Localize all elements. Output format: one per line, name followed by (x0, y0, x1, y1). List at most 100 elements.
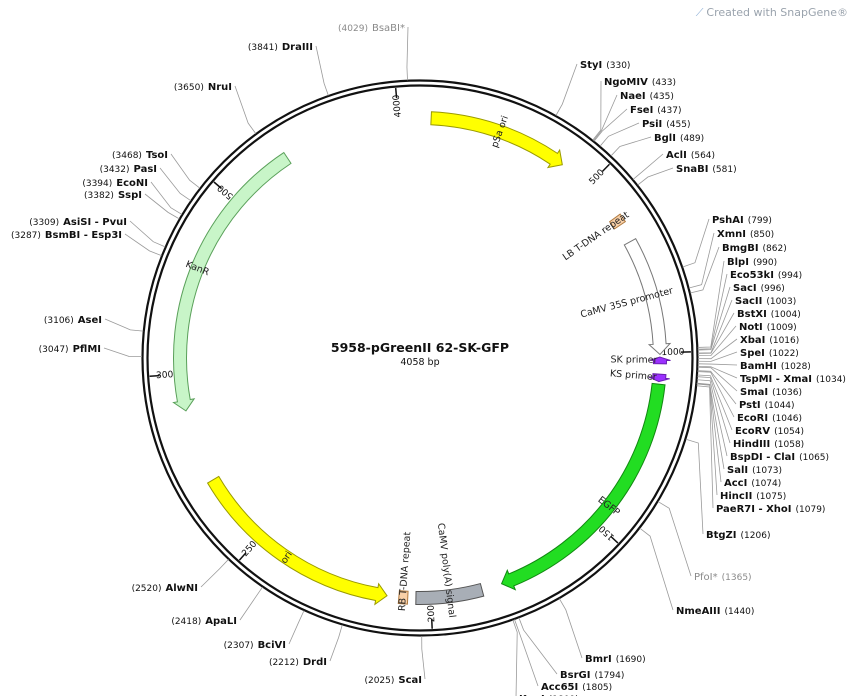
site-draiii: (3841)DraIII (248, 42, 329, 96)
site-name: TspMI - XmaI (740, 374, 812, 385)
site-asisi-pvui: (3309)AsiSI - PvuI (29, 217, 166, 248)
plasmid-length: 4058 bp (400, 357, 439, 368)
site-position: (1073) (752, 466, 782, 476)
site-position: (3309) (29, 218, 59, 228)
site-label: SacII(1003) (735, 296, 796, 307)
site-name: NruI (208, 82, 232, 93)
site-label: BstXI(1004) (737, 309, 801, 320)
feature-arrow (172, 151, 292, 412)
site-alwni: (2520)AlwNI (132, 559, 229, 594)
site-label: XbaI(1016) (740, 335, 799, 346)
site-position: (1074) (751, 479, 781, 489)
site-sali: SalI (1073) (696, 382, 782, 476)
site-label: AclI(564) (666, 150, 715, 161)
site-label: BspDI - ClaI(1065) (730, 452, 829, 463)
site-position: (1016) (769, 336, 799, 346)
site-leader-line (315, 45, 329, 96)
site-leader-line (150, 181, 183, 215)
feature-label: RB T-DNA repeat (397, 531, 414, 611)
site-label: Acc65I(1805) (541, 682, 612, 693)
site-psti: PstI (1044) (697, 370, 795, 411)
site-name: PasI (134, 164, 157, 175)
site-position: (3394) (82, 179, 112, 189)
site-position: (1022) (769, 349, 799, 359)
site-pfoi-: PfoI*(1365) (657, 501, 752, 583)
site-leader-line (697, 371, 735, 418)
site-name: BspDI - ClaI (730, 452, 795, 463)
site-leader-line (657, 501, 692, 577)
site-name: FseI (630, 105, 653, 116)
site-position: (1805) (582, 683, 612, 693)
tick-label: 1000 (661, 348, 684, 359)
site-leader-line (685, 438, 704, 535)
site-label: (3382)SspI (84, 190, 142, 201)
site-label: XmnI(850) (717, 229, 774, 240)
site-leader-line (104, 318, 144, 332)
tick-mark (149, 374, 160, 377)
snapgene-logo-icon: ⟋ (695, 6, 704, 19)
site-leader-line (599, 122, 640, 147)
site-name: PstI (739, 400, 761, 411)
site-leader-line (234, 85, 257, 134)
site-leader-line (421, 635, 426, 680)
tick-mark (213, 181, 223, 190)
feature-label: KS primer (609, 368, 657, 383)
site-label: (2212)DrdI (269, 657, 327, 668)
site-position: (433) (652, 78, 676, 88)
site-leader-line (697, 376, 731, 444)
plasmid-backbone (141, 79, 699, 637)
site-leader-line (697, 363, 738, 366)
site-label: (3468) TsoI (112, 150, 168, 161)
site-pasi: (3432)PasI (100, 164, 192, 202)
site-leader-line (697, 312, 735, 354)
site-label: PsiI(455) (642, 119, 690, 130)
site-label: TspMI - XmaI (1034) (740, 374, 846, 385)
site-name: PshAI (712, 215, 744, 226)
feature-rb-t-dna-repeat: RB T-DNA repeat (397, 531, 414, 611)
site-name: Eco53kI (730, 270, 774, 281)
site-leader-line (558, 598, 583, 659)
site-position: (3841) (248, 43, 278, 53)
site-bgli: BglI(489) (610, 133, 704, 157)
site-position: (1034) (816, 375, 846, 385)
site-position: (435) (650, 92, 674, 102)
site-leader-line (632, 153, 664, 180)
snapgene-watermark: ⟋Created with SnapGene® (696, 6, 848, 20)
feature-arrow (500, 382, 666, 591)
site-tspmi-xmai: TspMI - XmaI (1034) (697, 365, 846, 385)
site-leader-line (697, 338, 738, 360)
site-label: (2307)BciVI (224, 640, 286, 651)
site-label: SpeI(1022) (740, 348, 799, 359)
site-position: (3468) (112, 151, 142, 161)
site-name: SnaBI (676, 164, 708, 175)
feature-ks-primer: KS primer (609, 368, 670, 383)
site-position: (1054) (774, 427, 804, 437)
site-label: (3650)NruI (174, 82, 232, 93)
site-leader-line (159, 167, 192, 202)
site-name: SalI (727, 465, 748, 476)
site-name: TsoI (146, 150, 168, 161)
feature-arrow (623, 237, 672, 356)
site-drdi: (2212)DrdI (269, 624, 343, 668)
site-spei: SpeI(1022) (697, 348, 799, 362)
site-label: (4029)BsaBI* (338, 23, 405, 34)
site-label: BtgZI(1206) (706, 530, 770, 541)
feature-arrow (648, 373, 670, 383)
site-leader-line (697, 365, 738, 379)
feature-kanr: KanR (172, 151, 292, 412)
site-leader-line (697, 370, 737, 405)
site-label: NotI(1009) (739, 322, 797, 333)
site-styi: StyI(330) (555, 60, 630, 116)
site-noti: NotI(1009) (697, 322, 797, 357)
site-position: (1044) (765, 401, 795, 411)
site-leader-line (697, 374, 733, 431)
site-naei: NaeI(435) (593, 91, 674, 141)
site-position: (1365) (722, 573, 752, 583)
tick-label: 3000 (156, 370, 180, 382)
site-acc65i: Acc65I(1805) (514, 619, 612, 693)
site-position: (437) (657, 106, 681, 116)
site-leader-line (696, 382, 725, 470)
site-leader-line (593, 94, 618, 141)
site-label: AccI(1074) (724, 478, 781, 489)
site-name: BmgBI (722, 243, 759, 254)
